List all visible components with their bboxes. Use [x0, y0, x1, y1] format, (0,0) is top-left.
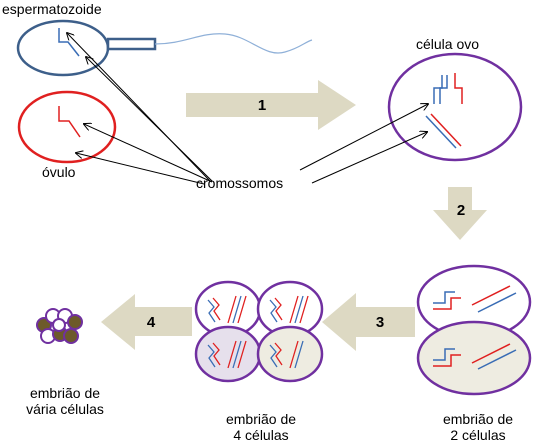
multi-cell-embryo [36, 308, 83, 344]
arrow-step-3 [322, 293, 415, 351]
multi-cell-label-line2: vária células [26, 401, 104, 417]
sperm-label: espermatozoide [2, 1, 102, 17]
multi-cell-embryo-label: embrião de vária células [17, 385, 113, 417]
two-cell-embryo [416, 264, 532, 396]
step-3-number: 3 [376, 314, 384, 331]
arrow-step-1 [186, 80, 356, 130]
egg-cell-label: célula ovo [416, 36, 480, 52]
sperm-cell [16, 19, 313, 77]
two-cell-label-line1: embrião de [442, 411, 514, 427]
multi-cell-label-line1: embrião de [29, 385, 101, 401]
ovum-cell [17, 90, 117, 164]
two-cell-label-line2: 2 células [450, 427, 506, 443]
four-cell-embryo [194, 280, 324, 383]
chromosome-pointers [67, 33, 428, 185]
two-cell-embryo-label: embrião de 2 células [430, 411, 526, 443]
arrow-step-4 [101, 294, 192, 350]
ovum-label: óvulo [42, 164, 76, 180]
four-cell-embryo-label: embrião de 4 células [213, 411, 309, 443]
four-cell-label-line1: embrião de [225, 411, 297, 427]
step-2-number: 2 [457, 202, 465, 219]
chromosomes-label: cromossomos [196, 175, 284, 191]
step-4-number: 4 [147, 314, 156, 331]
zygote-cell [387, 52, 523, 162]
four-cell-label-line2: 4 células [233, 427, 289, 443]
step-1-number: 1 [258, 97, 266, 114]
arrow-step-2 [433, 187, 487, 240]
